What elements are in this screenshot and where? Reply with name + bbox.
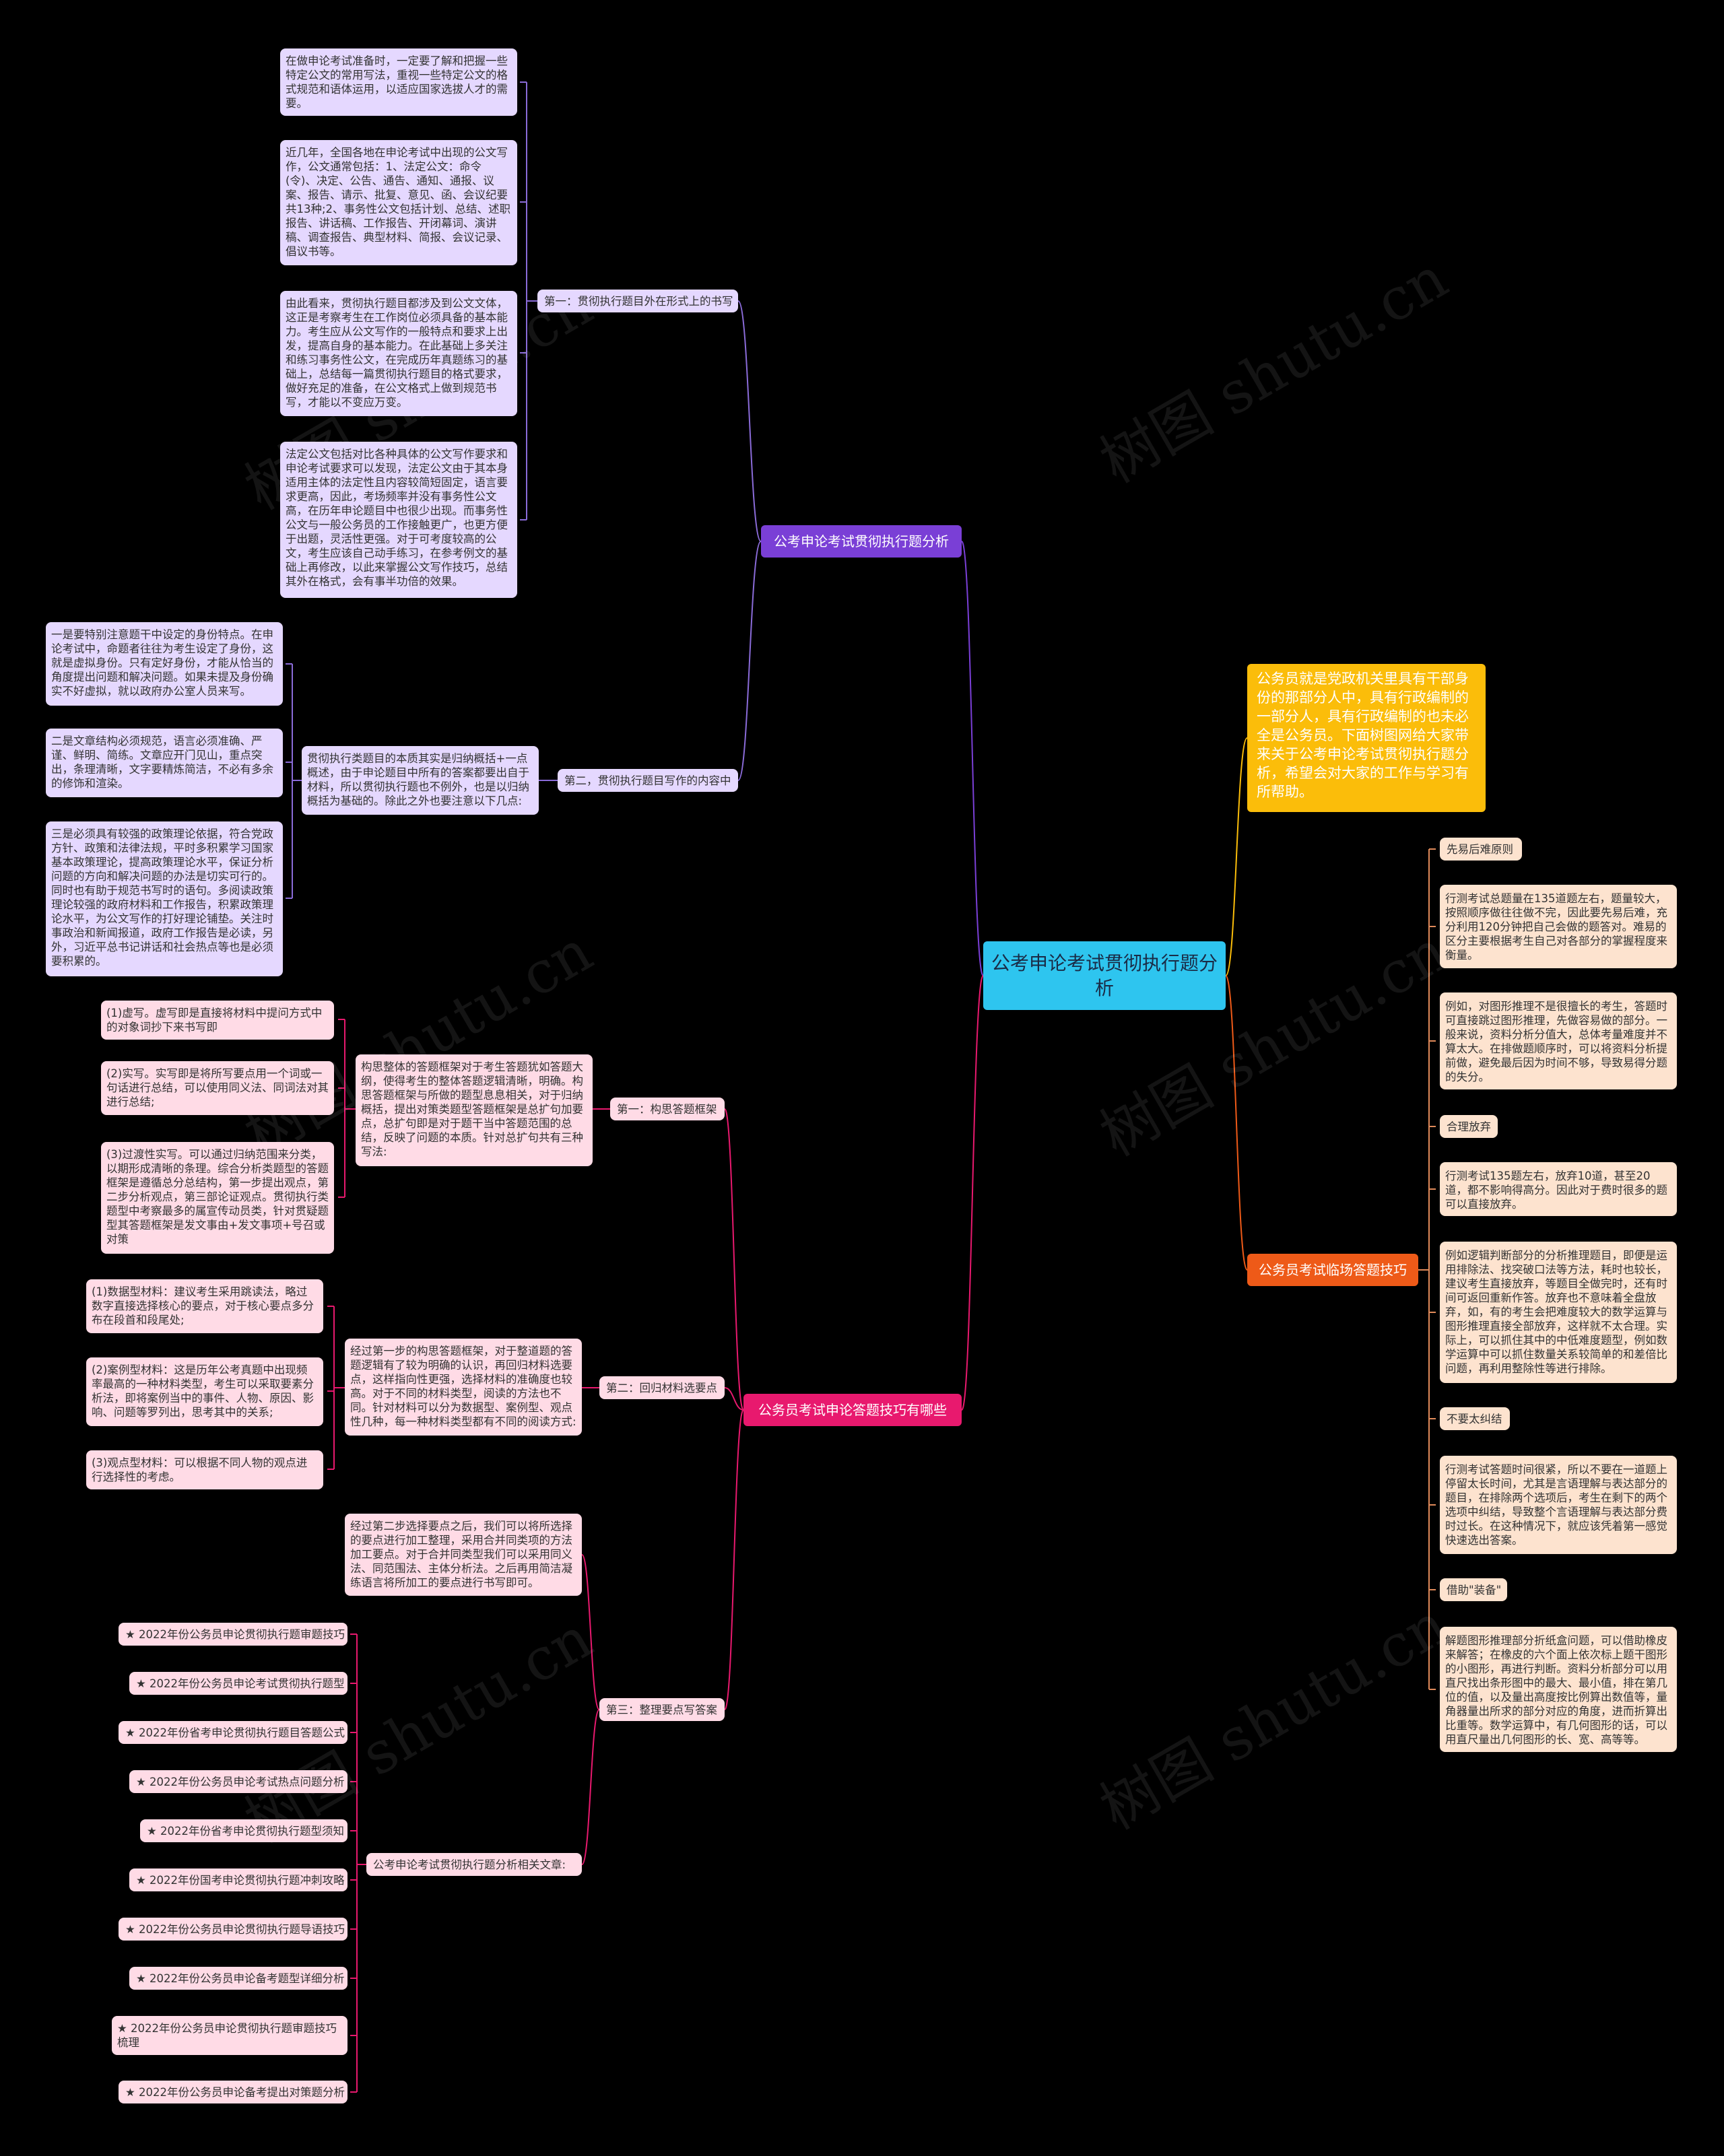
connector-line (292, 664, 302, 898)
subtopic-select-points[interactable]: 第二：回归材料选要点 (599, 1376, 725, 1399)
subtopic-content-writing[interactable]: 第二，贯彻执行题目写作的内容中 (558, 769, 738, 792)
tip-tools-detail: 解题图形推理部分折纸盒问题，可以借助橡皮来解答；在橡皮的六个面上依次标上题干图形… (1440, 1627, 1677, 1752)
connector-line (344, 1019, 356, 1197)
connector-line (737, 300, 762, 542)
branch-exam-tips[interactable]: 公务员考试临场答题技巧 (1247, 1254, 1418, 1286)
connector-line (581, 1554, 600, 1710)
note-frame-1: (1)虚写。虚写即是直接将材料中提问方式中的对象词抄下来书写即 (101, 1001, 334, 1040)
subtopic-write-answer[interactable]: 第三：整理要点写答案 (599, 1698, 725, 1721)
tip-dont-hesitate[interactable]: 不要太纠结 (1440, 1407, 1510, 1430)
related-article-link[interactable]: ★ 2022年份国考申论贯彻执行题冲刺攻略 (129, 1868, 347, 1891)
note-frame-2: (2)实写。实写即是将所写要点用一个词或一句话进行总结，可以使用同义法、同词法对… (101, 1061, 334, 1115)
connector-line (1418, 849, 1430, 1689)
note-content-1: 一是要特别注意题干中设定的身份特点。在申论考试中，命题者往往为考生设定了身份，这… (46, 622, 283, 706)
note-format-3: 由此看来，贯彻执行题目都涉及到公文文体，这正是考察考生在工作岗位必须具备的基本能… (280, 291, 517, 416)
subtopic-answer-frame[interactable]: 第一：构思答题框架 (610, 1098, 725, 1120)
connector-line (333, 1306, 345, 1469)
note-write-summary: 经过第二步选择要点之后，我们可以将所选择的要点进行加工整理，采用合并同类项的方法… (345, 1514, 582, 1596)
tip-easy-first-example: 例如，对图形推理不是很擅长的考生，答题时可直接跳过图形推理，先做容易做的部分。一… (1440, 992, 1677, 1089)
note-content-summary: 贯彻执行类题目的本质其实是归纳概括+一点概述，由于申论题目中所有的答案都要出自于… (302, 746, 539, 815)
related-article-link[interactable]: ★ 2022年份公务员申论贯彻执行题导语技巧 (119, 1918, 347, 1941)
related-article-link[interactable]: ★ 2022年份省考申论贯彻执行题目答题公式 (119, 1721, 347, 1744)
note-frame-summary: 构思整体的答题框架对于考生答题犹如答题大纲，使得考生的整体答题逻辑清晰，明确。构… (356, 1054, 593, 1166)
connector-line (526, 82, 537, 520)
tip-hesitate-detail: 行测考试答题时间很紧，所以不要在一道题上停留太长时间，尤其是言语理解与表达部分的… (1440, 1456, 1677, 1554)
connector-line (724, 1409, 744, 1710)
related-article-link[interactable]: ★ 2022年份公务员申论备考提出对策题分析 (119, 2081, 347, 2103)
note-select-summary: 经过第一步的构思答题框架，对于整道题的答题逻辑有了较为明确的认识，再回归材料选要… (345, 1339, 582, 1436)
tip-easy-first-detail: 行测考试总题量在135道题左右，题量较大，按照顺序做往往做不完，因此要先易后难，… (1440, 885, 1677, 968)
note-format-1: 在做申论考试准备时，一定要了解和把握一些特定公文的常用写法，重视一些特定公文的格… (280, 48, 517, 116)
connector-line (581, 1709, 600, 1865)
note-format-4: 法定公文包括对比各种具体的公文写作要求和申论考试要求可以发现，法定公文由于其本身… (280, 442, 517, 598)
related-article-link[interactable]: ★ 2022年份公务员申论考试贯彻执行题型 (129, 1672, 347, 1695)
connector-line (724, 1387, 744, 1411)
note-select-2: (2)案例型材料：这是历年公考真题中出现频率最高的一种材料类型，考生可以采取要素… (86, 1357, 323, 1426)
tip-abandon-example: 例如逻辑判断部分的分析推理题目，即便是运用排除法、找突破口法等方法，耗时也较长，… (1440, 1242, 1677, 1383)
note-content-3: 三是必须具有较强的政策理论依据，符合党政方针、政策和法律法规，平时多积累学习国家… (46, 821, 283, 976)
connector-line (356, 1634, 366, 2092)
related-article-link[interactable]: ★ 2022年份省考申论贯彻执行题型须知 (140, 1819, 347, 1842)
tip-use-tools[interactable]: 借助"装备" (1440, 1578, 1507, 1601)
note-select-1: (1)数据型材料：建议考生采用跳读法，略过数字直接选择核心的要点，对于核心要点多… (86, 1279, 323, 1333)
note-content-2: 二是文章结构必须规范，语言必须准确、严谨、鲜明、简练。文章应开门见山，重点突出，… (46, 729, 283, 797)
subtopic-related-articles[interactable]: 公考申论考试贯彻执行题分析相关文章: (366, 1853, 582, 1876)
note-select-3: (3)观点型材料：可以根据不同人物的观点进行选择性的考虑。 (86, 1450, 323, 1489)
connector-line (1225, 737, 1248, 976)
tip-easy-first[interactable]: 先易后难原则 (1440, 838, 1522, 861)
note-frame-3: (3)过渡性实写。可以通过归纳范围来分类，以期形成清晰的条理。综合分析类题型的答… (101, 1142, 334, 1254)
connector-line (1225, 975, 1248, 1271)
tip-reasonable-abandon[interactable]: 合理放弃 (1440, 1115, 1498, 1138)
subtopic-format-writing[interactable]: 第一：贯彻执行题目外在形式上的书写 (537, 290, 738, 312)
related-article-link[interactable]: ★ 2022年份公务员申论贯彻执行题审题技巧梳理 (112, 2016, 347, 2055)
branch-guanche-analysis[interactable]: 公考申论考试贯彻执行题分析 (761, 525, 962, 558)
related-article-link[interactable]: ★ 2022年份公务员申论考试热点问题分析 (129, 1770, 347, 1793)
root-topic[interactable]: 公考申论考试贯彻执行题分析 (983, 941, 1226, 1010)
tip-abandon-detail: 行测考试135题左右，放弃10道，甚至20道，都不影响得高分。因此对于费时很多的… (1440, 1162, 1677, 1216)
connector-line (961, 541, 984, 976)
note-format-2: 近几年，全国各地在申论考试中出现的公文写作，公文通常包括：1、法定公文：命令(令… (280, 140, 517, 265)
connector-line (737, 541, 762, 781)
branch-answer-tips[interactable]: 公务员考试申论答题技巧有哪些 (743, 1394, 962, 1426)
related-article-link[interactable]: ★ 2022年份公务员申论备考题型详细分析 (129, 1967, 347, 1990)
related-article-link[interactable]: ★ 2022年份公务员申论贯彻执行题审题技巧 (119, 1623, 347, 1646)
connector-line (724, 1108, 744, 1411)
intro-summary[interactable]: 公务员就是党政机关里具有干部身份的那部分人中，具有行政编制的一部分人，具有行政编… (1247, 664, 1486, 812)
connector-line (961, 975, 984, 1411)
